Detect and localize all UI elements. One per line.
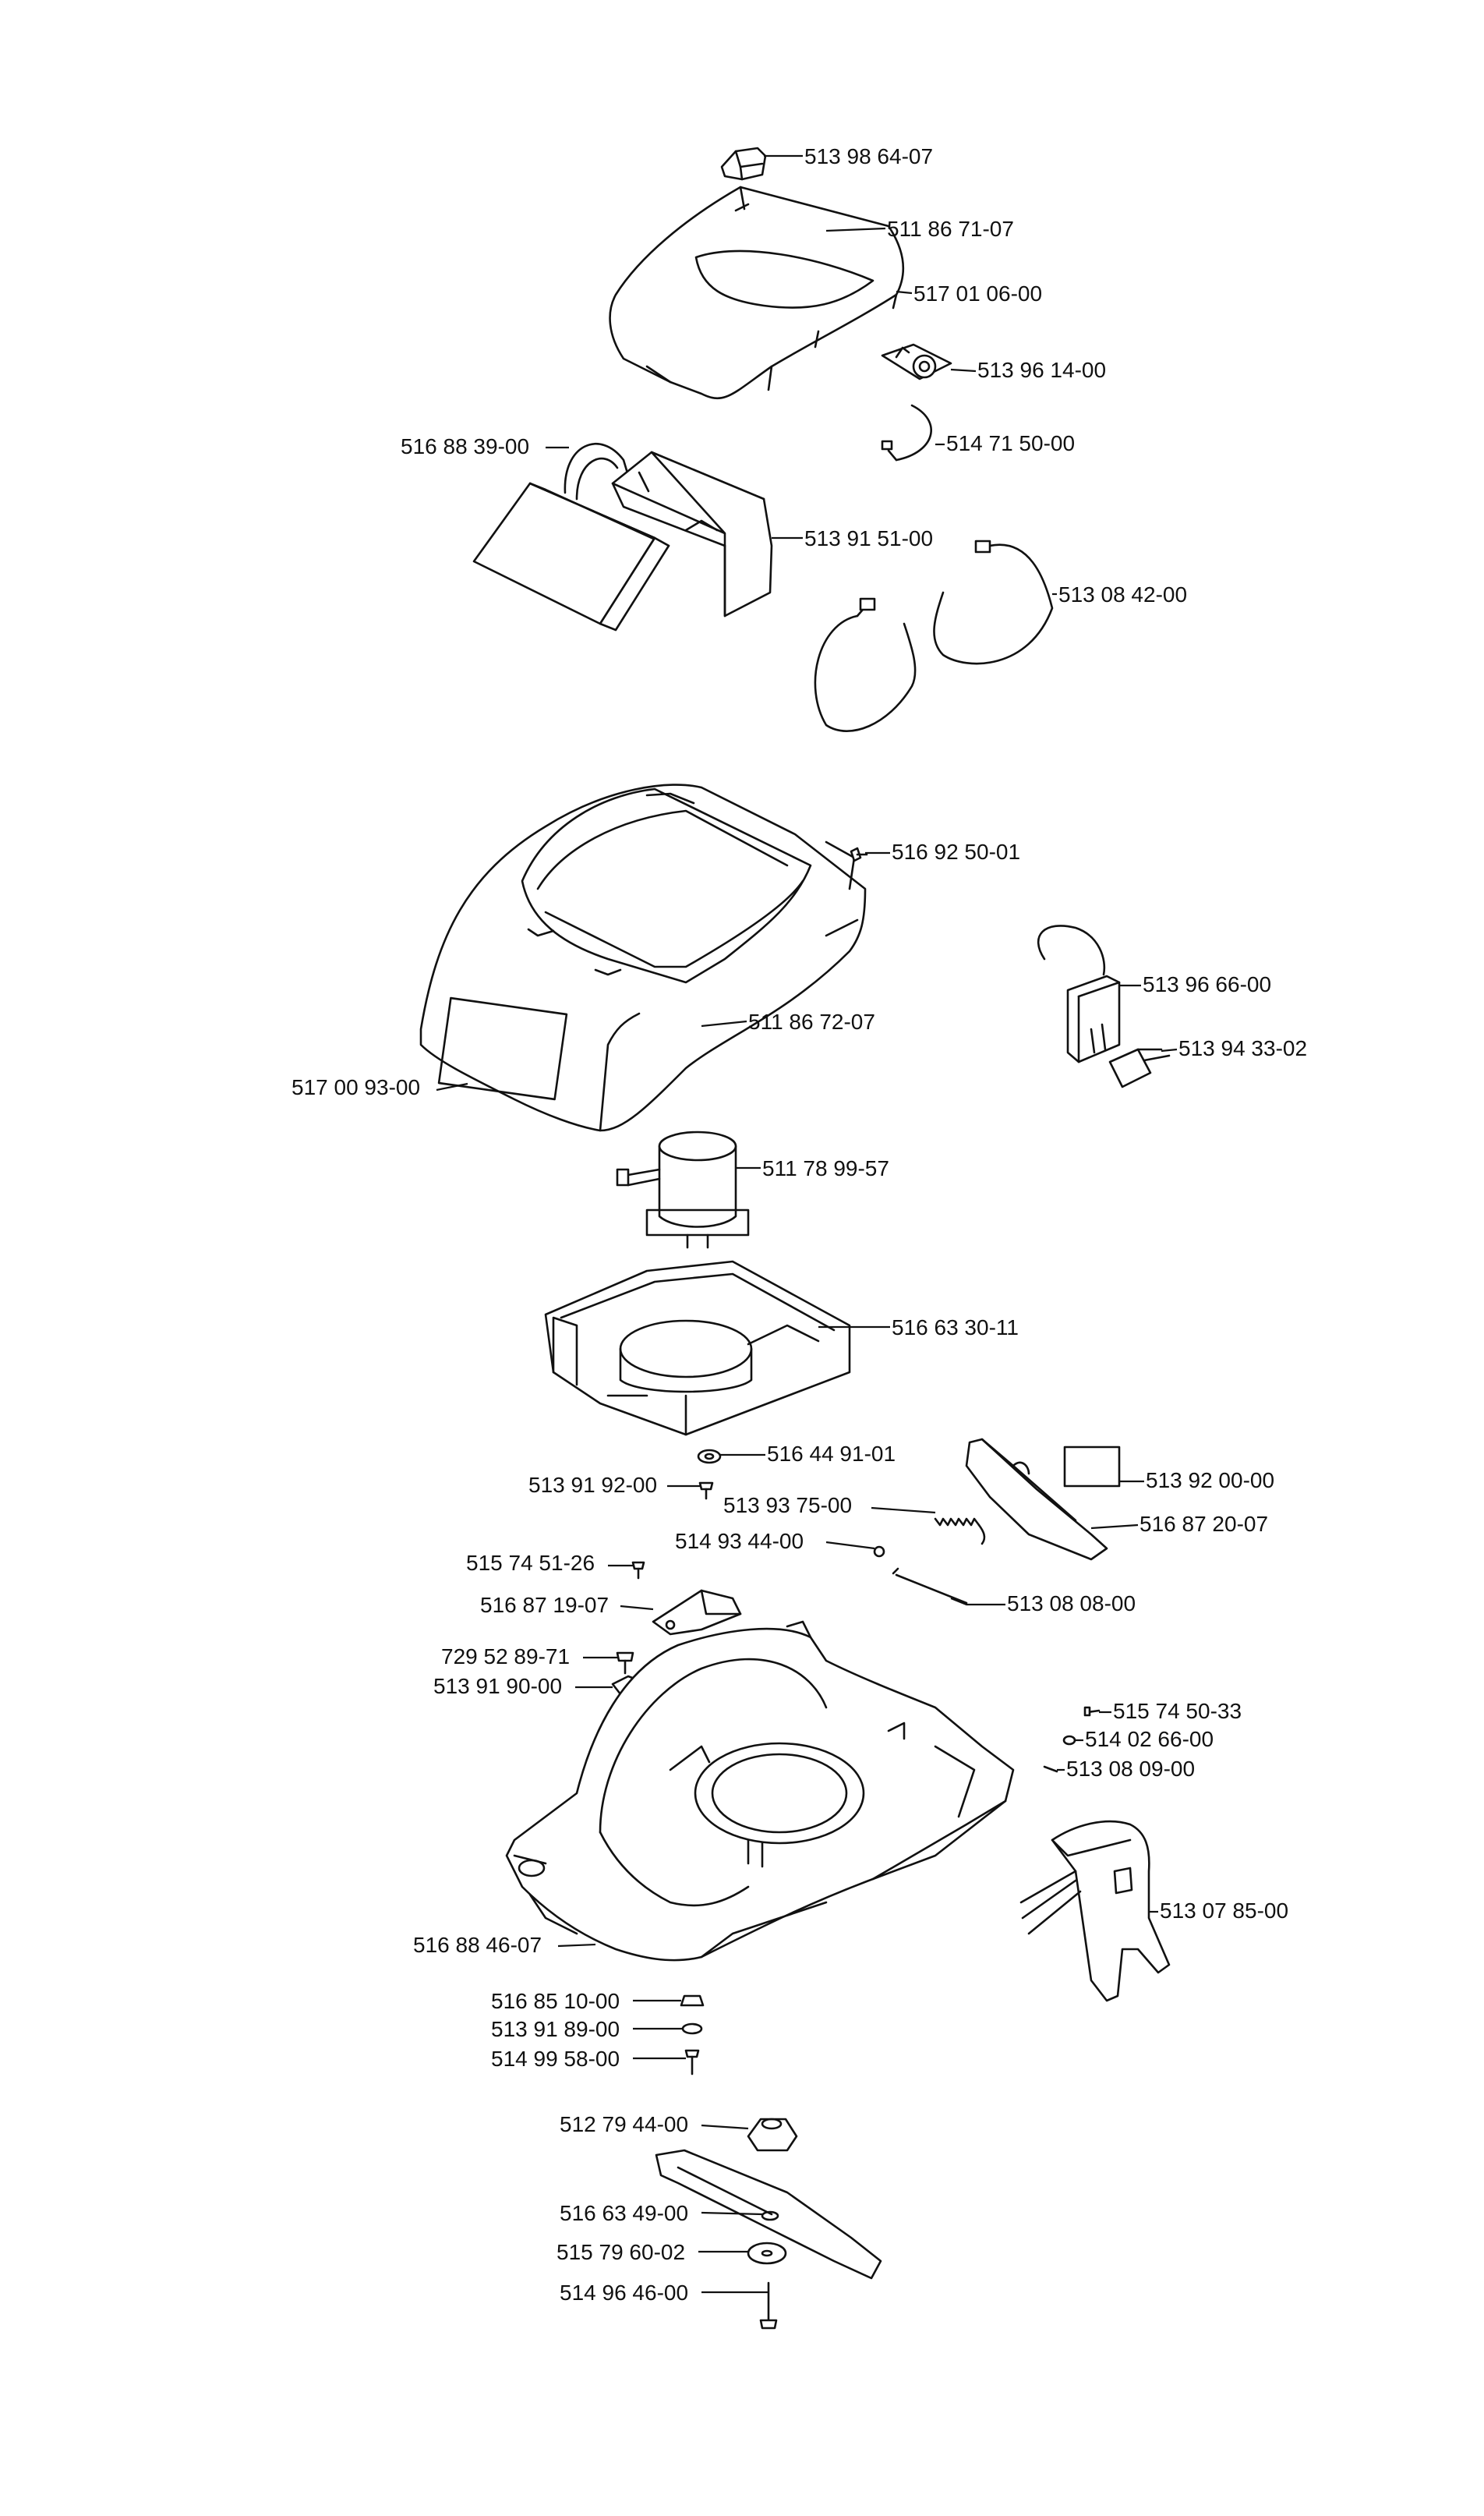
- knob-drawing: [720, 147, 767, 181]
- part-label: 516 88 46-07: [413, 1933, 542, 1957]
- part-label: 513 96 66-00: [1143, 972, 1271, 996]
- body-shell-drawing: [419, 784, 867, 1132]
- part-label: 513 93 75-00: [723, 1493, 852, 1517]
- part-label: 517 00 93-00: [292, 1075, 420, 1099]
- part-label: 513 92 00-00: [1146, 1468, 1274, 1492]
- part-label: 515 74 50-33: [1113, 1699, 1242, 1723]
- part-label: 515 79 60-02: [556, 2240, 685, 2264]
- washer-2-drawing: [1062, 1735, 1076, 1746]
- part-label: 516 92 50-01: [892, 840, 1020, 864]
- part-label: 511 86 72-07: [748, 1010, 875, 1034]
- bracket-drawing: [652, 1589, 742, 1636]
- part-label: 513 07 85-00: [1160, 1899, 1288, 1923]
- blade-bolt-drawing: [759, 2281, 778, 2330]
- part-label: 513 91 51-00: [804, 526, 933, 550]
- rear-guard-drawing: [1019, 1820, 1171, 2002]
- spring-drawing: [934, 1517, 986, 1545]
- part-label: 513 96 14-00: [977, 358, 1106, 382]
- part-label: 517 01 06-00: [913, 281, 1042, 306]
- screw-3-drawing: [1083, 1706, 1101, 1717]
- part-labels: 513 98 64-07 511 86 71-07 517 01 06-00 5…: [292, 144, 1307, 2305]
- part-label: 514 99 58-00: [491, 2047, 620, 2071]
- switch-drawing: [881, 343, 952, 380]
- motor-drawing: [616, 1131, 750, 1249]
- leader-lines: [436, 154, 1178, 2294]
- blade-washer-drawing: [747, 2242, 787, 2265]
- part-label: 516 44 91-01: [767, 1442, 896, 1466]
- bolt-2-drawing: [684, 2049, 700, 2075]
- part-label: 513 91 92-00: [528, 1473, 657, 1497]
- battery-drawing: [472, 443, 670, 632]
- part-label: 516 87 20-07: [1140, 1512, 1268, 1536]
- deck-drawing: [505, 1620, 1015, 1962]
- battery-holder-drawing: [611, 451, 773, 617]
- part-label: 516 63 30-11: [892, 1315, 1019, 1339]
- part-label: 513 94 33-02: [1178, 1036, 1307, 1060]
- part-label: 514 93 44-00: [675, 1529, 804, 1553]
- part-label: 514 71 50-00: [946, 431, 1075, 455]
- cable-short-drawing: [881, 404, 932, 462]
- motor-housing-drawing: [544, 1260, 851, 1436]
- blade-hub-drawing: [747, 2118, 798, 2152]
- part-label: 513 08 08-00: [1007, 1591, 1136, 1615]
- part-label: 729 52 89-71: [441, 1644, 570, 1668]
- washer-3-drawing: [681, 2022, 703, 2035]
- nut-small-drawing: [873, 1545, 885, 1558]
- part-label: 512 79 44-00: [560, 2112, 688, 2136]
- pin-drawing: [1043, 1765, 1058, 1773]
- part-label: 513 08 42-00: [1058, 582, 1187, 607]
- bolt-1-drawing: [616, 1651, 634, 1675]
- part-label: 511 86 71-07: [887, 217, 1014, 241]
- screw-1-drawing: [698, 1481, 714, 1500]
- top-cover-drawing: [609, 186, 905, 400]
- rod-drawing: [892, 1567, 968, 1605]
- part-label: 516 87 19-07: [480, 1593, 609, 1617]
- nut-1-drawing: [680, 1994, 705, 2007]
- sticker-drawing: [1063, 1446, 1121, 1488]
- cable-loop-drawing: [814, 540, 1054, 732]
- part-label: 516 85 10-00: [491, 1989, 620, 2013]
- part-label: 514 96 46-00: [560, 2281, 688, 2305]
- part-label: 516 88 39-00: [401, 434, 529, 458]
- screw-2-drawing: [631, 1561, 645, 1580]
- plug-drawing: [1108, 1048, 1171, 1088]
- blade-drawing: [655, 2149, 882, 2280]
- part-label: 513 91 89-00: [491, 2017, 620, 2041]
- screw-small-drawing: [850, 847, 868, 862]
- part-label: 515 74 51-26: [466, 1551, 595, 1575]
- part-label: 514 02 66-00: [1085, 1727, 1214, 1751]
- washer-drawing: [697, 1449, 722, 1464]
- flap-drawing: [965, 1438, 1108, 1561]
- part-label: 511 78 99-57: [762, 1156, 889, 1180]
- part-label: 516 63 49-00: [560, 2201, 688, 2225]
- part-label: 513 91 90-00: [433, 1674, 562, 1698]
- part-label: 513 08 09-00: [1066, 1757, 1195, 1781]
- charger-drawing: [1037, 925, 1121, 1063]
- part-label: 513 98 64-07: [804, 144, 933, 168]
